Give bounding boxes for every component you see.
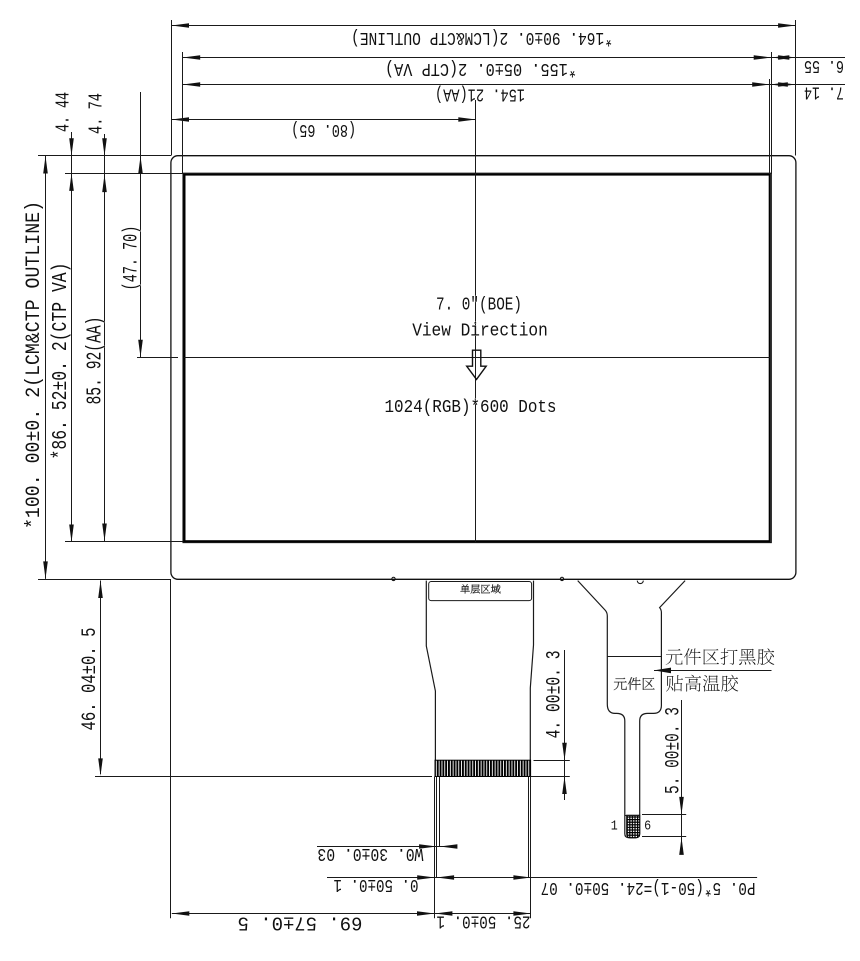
svg-text:6. 55: 6. 55 — [804, 55, 844, 76]
svg-text:View Direction: View Direction — [412, 321, 548, 342]
svg-text:69. 57±0. 5: 69. 57±0. 5 — [238, 912, 363, 934]
svg-text:(47. 70): (47. 70) — [121, 226, 144, 291]
svg-text:1: 1 — [611, 820, 618, 835]
svg-text:*164. 90±0. 2(LCM&CTP OUTLINE): *164. 90±0. 2(LCM&CTP OUTLINE) — [351, 27, 613, 48]
svg-text:154. 21(AA): 154. 21(AA) — [435, 83, 525, 104]
svg-text:*100. 00±0. 2(LCM&CTP OUTLINE): *100. 00±0. 2(LCM&CTP OUTLINE) — [23, 201, 46, 529]
svg-text:7. 14: 7. 14 — [804, 81, 844, 102]
svg-text:*86. 52±0. 2(CTP VA): *86. 52±0. 2(CTP VA) — [50, 263, 73, 460]
svg-text:85. 92(AA): 85. 92(AA) — [85, 317, 108, 405]
svg-text:4. 00±0. 3: 4. 00±0. 3 — [543, 650, 566, 738]
svg-text:(80. 65): (80. 65) — [291, 119, 356, 140]
svg-text:46. 04±0. 5: 46. 04±0. 5 — [79, 628, 102, 731]
svg-text:4. 44: 4. 44 — [53, 92, 75, 132]
svg-text:P0. 5*(50-1)=24. 50±0. 07: P0. 5*(50-1)=24. 50±0. 07 — [541, 877, 756, 898]
svg-text:7. 0″(BOE): 7. 0″(BOE) — [436, 295, 522, 316]
svg-text:25. 50±0. 1: 25. 50±0. 1 — [437, 910, 531, 931]
svg-text:W0. 30±0. 03: W0. 30±0. 03 — [317, 843, 423, 864]
svg-text:5. 00±0. 3: 5. 00±0. 3 — [662, 707, 685, 794]
svg-text:*155. 05±0. 2(CTP VA): *155. 05±0. 2(CTP VA) — [385, 58, 577, 79]
svg-text:6: 6 — [644, 820, 651, 835]
svg-text:4. 74: 4. 74 — [86, 93, 108, 134]
svg-text:0. 50±0. 1: 0. 50±0. 1 — [334, 874, 419, 895]
svg-text:1024(RGB)*600 Dots: 1024(RGB)*600 Dots — [385, 397, 557, 418]
